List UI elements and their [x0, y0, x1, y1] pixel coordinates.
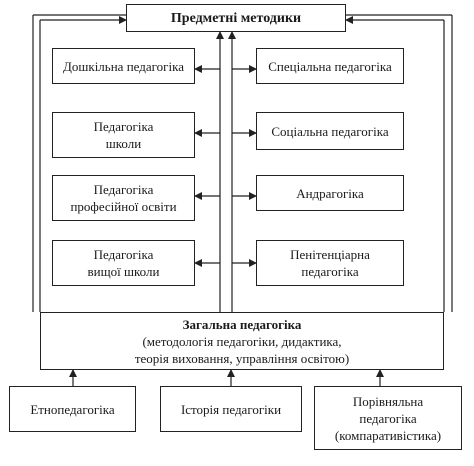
line: педагогіка: [301, 264, 359, 279]
line: Історія педагогіки: [180, 401, 282, 417]
box-preschool-pedagogy: Дошкільна педагогіка: [52, 48, 195, 84]
general-pedagogy-box: Загальна педагогіка (методологія педагог…: [40, 312, 444, 370]
line: (компаративістика): [334, 427, 442, 443]
line: професійної освіти: [70, 199, 177, 214]
box-penitentiary-pedagogy: Пенітенціарна педагогіка: [256, 240, 404, 286]
line: Етнопедагогіка: [30, 401, 115, 417]
line: (методологія педагогіки, дидактика,: [142, 333, 342, 349]
line: Порівняльна: [352, 393, 424, 409]
box-history-of-pedagogy: Історія педагогіки: [160, 386, 302, 432]
line: Пенітенціарна: [290, 247, 370, 262]
box-school-pedagogy: Педагогіка школи: [52, 112, 195, 158]
line: Педагогіка: [93, 119, 154, 134]
box-ethnopedagogy: Етнопедагогіка: [9, 386, 136, 432]
box-social-pedagogy: Соціальна педагогіка: [256, 112, 404, 150]
general-pedagogy-title: Загальна педагогіка: [182, 316, 302, 332]
box-vocational-pedagogy: Педагогіка професійної освіти: [52, 175, 195, 221]
line: Дошкільна педагогіка: [63, 58, 184, 74]
line: теорія виховання, управління освітою): [134, 350, 350, 366]
line: школи: [105, 136, 142, 151]
subject-methods-box: Предметні методики: [126, 4, 346, 32]
line: Соціальна педагогіка: [271, 123, 389, 139]
line: Педагогіка: [93, 182, 154, 197]
box-comparative-pedagogy: Порівняльна педагогіка (компаративістика…: [314, 386, 462, 450]
box-higher-school-pedagogy: Педагогіка вищої школи: [52, 240, 195, 286]
subject-methods-label: Предметні методики: [170, 10, 302, 26]
line: Андрагогіка: [296, 185, 364, 201]
box-special-pedagogy: Спеціальна педагогіка: [256, 48, 404, 84]
line: педагогіка: [359, 410, 417, 426]
line: Педагогіка: [93, 247, 154, 262]
line: Спеціальна педагогіка: [268, 58, 392, 74]
line: вищої школи: [87, 264, 160, 279]
box-andragogy: Андрагогіка: [256, 175, 404, 211]
